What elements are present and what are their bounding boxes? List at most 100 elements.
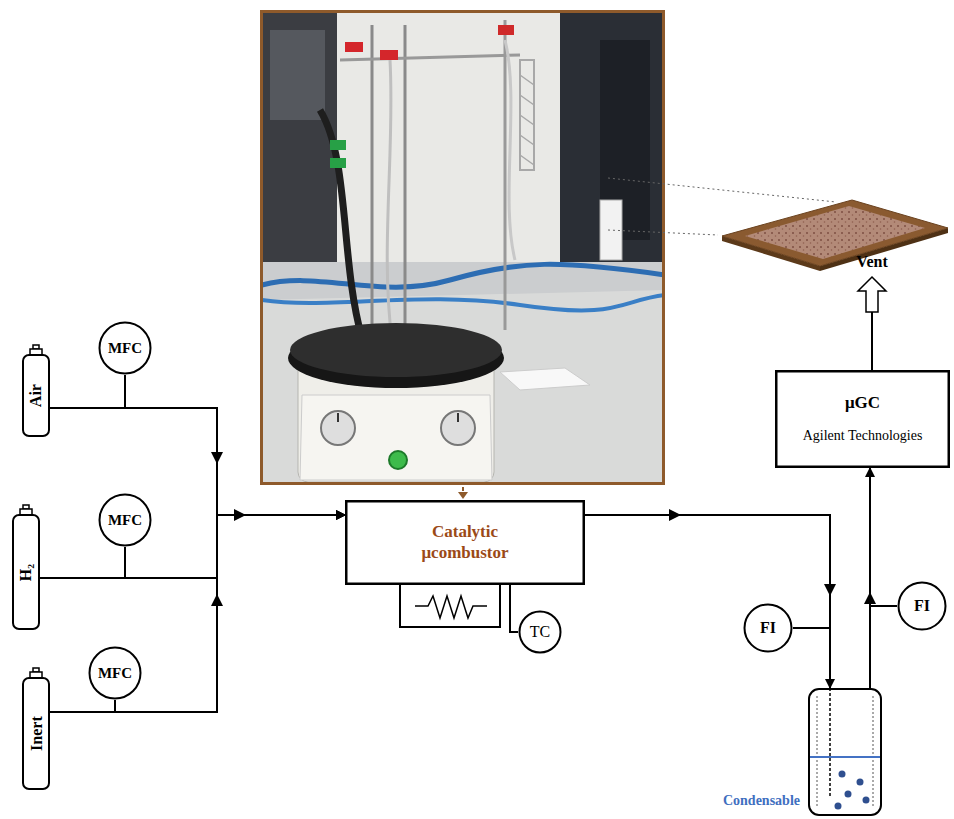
trap-wall — [817, 696, 818, 808]
photo-stand-rod — [504, 20, 507, 330]
gas-cylinder: H₂ — [12, 505, 40, 630]
photo-clamp — [380, 50, 398, 60]
vent-line — [871, 312, 873, 370]
node-label: MFC — [108, 339, 142, 357]
photo-cable — [262, 264, 665, 287]
mass-flow-controller: MFC — [98, 493, 152, 547]
condensate-drop — [835, 803, 842, 810]
trap-wall — [873, 696, 874, 808]
flow-indicator: FI — [743, 603, 793, 653]
analyzer-box: μGC Agilent Technologies — [775, 370, 950, 468]
node-label: H₂ — [16, 564, 35, 581]
node-label: μGC — [845, 393, 880, 413]
circle-outline — [745, 605, 792, 652]
photo-cabinet — [560, 12, 665, 274]
lab-photo — [260, 10, 665, 485]
mfc-stem — [124, 375, 126, 408]
flow-line — [40, 515, 345, 578]
photo-stand-rod — [404, 25, 407, 345]
flow-line — [585, 515, 830, 688]
flow-indicator: FI — [897, 581, 947, 631]
circle-outline — [100, 495, 151, 546]
photo-hose — [320, 110, 362, 338]
vent-arrow — [858, 277, 886, 312]
box-outline — [346, 501, 584, 584]
photo-background — [260, 10, 665, 485]
node-label: Condensable — [723, 793, 800, 810]
photo-computer — [270, 30, 325, 120]
circle-outline — [100, 323, 151, 374]
photo-bench — [260, 262, 665, 485]
photo-condenser — [520, 75, 534, 165]
node-label: Inert — [26, 717, 45, 752]
dip-tube — [829, 688, 831, 796]
flow-line — [510, 585, 518, 632]
photo-computer — [262, 12, 337, 264]
photo-plate — [500, 368, 590, 390]
cylinder-body — [13, 515, 39, 629]
gas-cylinder: Inert — [22, 668, 50, 790]
trap-vessel — [809, 689, 881, 815]
node-outline — [775, 370, 950, 468]
cylinder-body — [23, 355, 49, 436]
node-outline — [808, 688, 882, 816]
node-label: MFC — [108, 511, 142, 529]
condenser-trap: Condensable — [808, 688, 882, 816]
heater-symbol — [415, 596, 487, 618]
photo-knob — [337, 413, 339, 422]
zoom-leader — [608, 178, 836, 202]
thermocouple: TC — [518, 610, 562, 654]
photo-indicator — [389, 451, 407, 469]
condensate-drop — [845, 791, 852, 798]
flow-line — [50, 408, 345, 515]
mfc-stem — [124, 547, 126, 578]
photo-clamp — [330, 158, 346, 168]
vent-label: Vent — [856, 253, 887, 271]
photo-stand-rod — [371, 25, 374, 345]
photo-knob — [441, 411, 475, 445]
photo-clamp — [345, 42, 363, 52]
photo-hotplate-disk — [290, 323, 502, 377]
catalyst-plate — [722, 200, 948, 266]
mass-flow-controller: MFC — [88, 646, 142, 700]
flow-line — [869, 468, 871, 688]
node-label: FI — [760, 618, 776, 637]
photo-knob — [457, 413, 459, 422]
circle-outline — [90, 648, 141, 699]
catalyst-layer — [745, 206, 925, 259]
heater-symbol — [400, 585, 500, 627]
circle-outline — [520, 612, 561, 653]
photo-pointer — [458, 492, 468, 499]
mfc-stem — [114, 700, 116, 712]
photo-cable — [262, 295, 665, 310]
circle-outline — [899, 583, 946, 630]
cylinder-body — [23, 678, 49, 789]
gas-cylinder: Air — [22, 345, 50, 437]
liquid-level — [810, 756, 880, 758]
photo-knob — [321, 411, 355, 445]
condensate-drop — [863, 797, 870, 804]
node-label: Catalytic μcombustor — [405, 522, 525, 563]
box-outline — [776, 371, 949, 467]
fi-stem — [870, 605, 897, 607]
condensate-drop — [857, 779, 864, 786]
mass-flow-controller: MFC — [98, 321, 152, 375]
condensate-drop — [839, 771, 846, 778]
fi-stem — [793, 627, 830, 629]
photo-crossbar — [340, 55, 520, 60]
node-label: FI — [914, 596, 930, 615]
photo-hotplate-panel — [300, 395, 492, 480]
photo-clamp — [330, 140, 346, 150]
photo-clamp — [498, 25, 514, 35]
photo-condenser — [520, 60, 534, 170]
reactor-box: Catalytic μcombustor — [345, 500, 585, 585]
flow-line — [50, 515, 345, 712]
node-label: TC — [530, 622, 550, 641]
node-label: Air — [26, 384, 45, 407]
photo-bench — [260, 290, 665, 485]
node-label: MFC — [98, 664, 132, 682]
node-sublabel: Agilent Technologies — [803, 428, 923, 445]
